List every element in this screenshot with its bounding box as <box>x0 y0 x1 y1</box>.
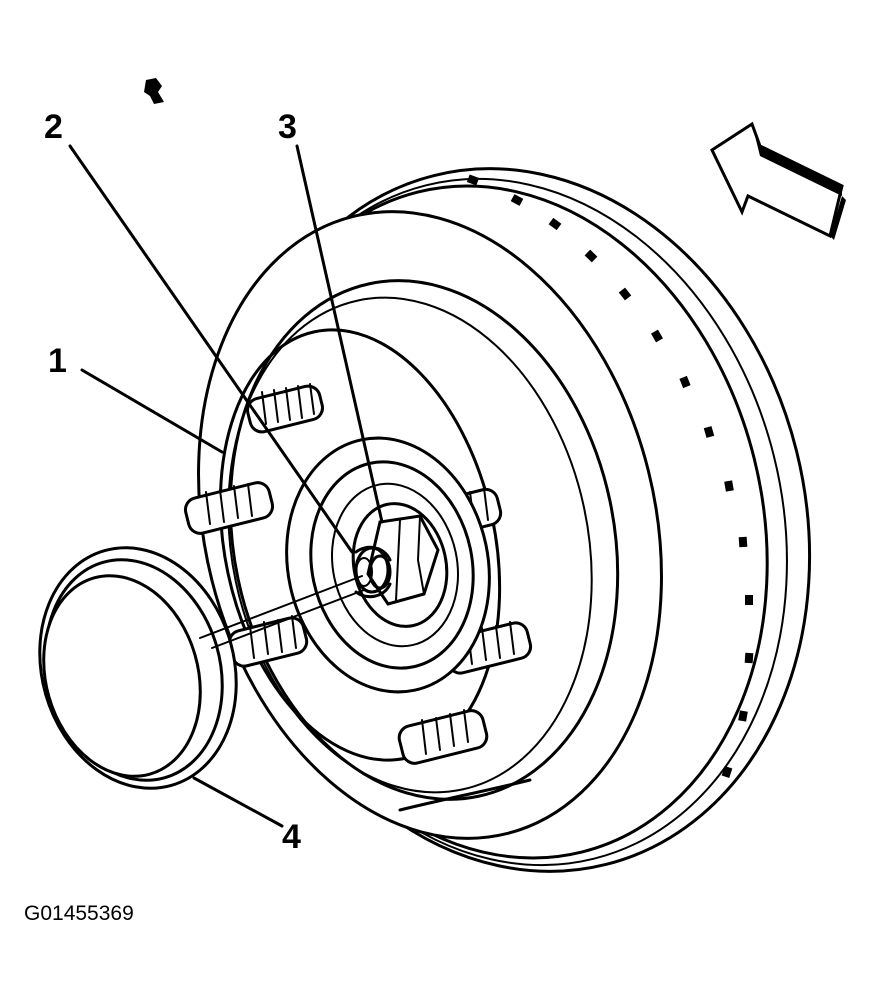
wheel-stud <box>246 383 324 434</box>
figure-id: G01455369 <box>24 902 134 925</box>
callout-3: 3 <box>278 108 297 146</box>
rotor-cooling-vanes <box>466 174 754 778</box>
callout-4: 4 <box>282 818 301 856</box>
callout-1: 1 <box>48 342 67 380</box>
wheel-stud <box>183 481 275 535</box>
callout-2: 2 <box>44 108 63 146</box>
cotter-pin <box>354 545 392 599</box>
wheel-stud <box>227 615 309 668</box>
wheel-stud <box>397 709 489 765</box>
dust-cap <box>38 546 238 790</box>
direction-arrow <box>710 121 846 240</box>
ink-mark <box>144 78 164 104</box>
leader-lines <box>68 144 384 828</box>
wheel-studs <box>183 383 533 765</box>
